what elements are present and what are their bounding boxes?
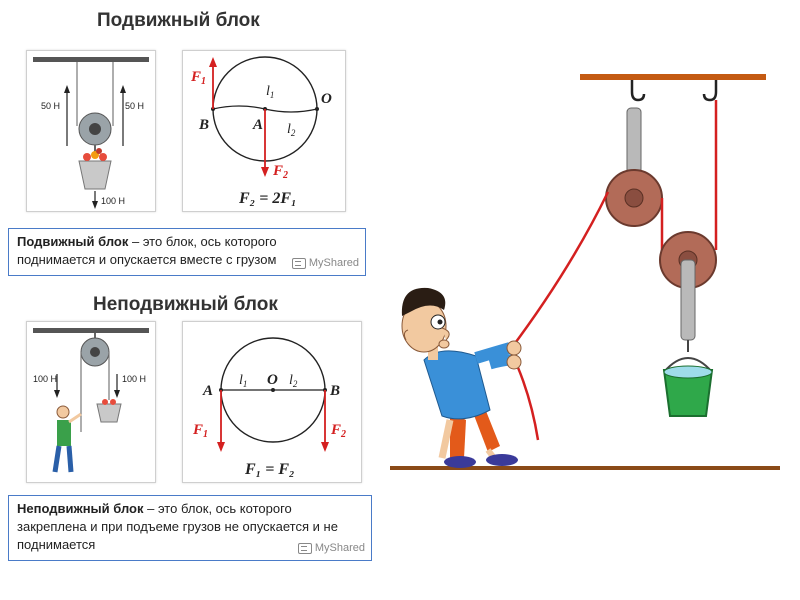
movable-lever-figure: F1 F2 l1 l2 B A O F₂ = 2F₁	[182, 50, 346, 212]
fixed-f1-label: F1	[192, 422, 208, 440]
f1-label: F1	[190, 69, 206, 87]
force-right-label: 50 Н	[125, 101, 144, 111]
point-o-label: O	[321, 91, 332, 107]
force-left-label: 50 Н	[41, 101, 60, 111]
pulley-illustration	[380, 60, 790, 480]
man-icon	[56, 405, 70, 419]
point-a-label: A	[252, 117, 263, 133]
load-label: 100 Н	[101, 196, 125, 206]
fixed-point-a: A	[202, 383, 213, 399]
point-b-label: B	[198, 117, 209, 133]
fixed-definition-term: Неподвижный блок	[17, 501, 144, 516]
fixed-l2-label: l2	[289, 373, 298, 389]
movable-pulley-figure: 50 Н 50 Н 100 Н	[26, 50, 156, 212]
fixed-force-left: 100 Н	[33, 374, 57, 384]
fixed-l1-label: l1	[239, 373, 247, 389]
bucket-icon	[78, 160, 112, 190]
watermark-movable: MyShared	[291, 254, 359, 272]
hook-icon-2	[702, 80, 718, 102]
watermark-icon	[291, 257, 306, 269]
watermark-fixed: MyShared	[297, 539, 365, 557]
movable-formula: F₂ = 2F₁	[238, 190, 297, 207]
movable-definition-term: Подвижный блок	[17, 234, 129, 249]
movable-block-title: Подвижный блок	[97, 10, 260, 31]
hook-icon	[630, 80, 646, 102]
l2-label: l2	[287, 122, 296, 138]
fixed-definition: Неподвижный блок – это блок, ось которог…	[8, 495, 372, 561]
watermark-icon	[297, 542, 312, 554]
movable-definition: Подвижный блок – это блок, ось которого …	[8, 228, 366, 276]
ceiling-beam-right	[580, 74, 766, 80]
rope-line	[508, 191, 610, 441]
boy-icon	[401, 287, 522, 468]
fixed-formula: F₁ = F₂	[244, 461, 295, 478]
f2-label: F2	[272, 163, 288, 181]
fixed-f2-label: F2	[330, 422, 346, 440]
fixed-force-right: 100 Н	[122, 374, 146, 384]
fixed-block-title: Неподвижный блок	[93, 294, 278, 315]
fixed-point-b: B	[329, 383, 340, 399]
movable-definition-text: – это блок, ось которого поднимается и о…	[17, 234, 277, 267]
l1-label: l1	[266, 84, 274, 100]
ceiling-beam	[33, 57, 149, 62]
fixed-point-o: O	[267, 372, 278, 388]
fixed-definition-text: – это блок, ось которого закреплена и пр…	[17, 501, 338, 552]
fixed-pulley-figure: 100 Н 100 Н	[26, 321, 156, 483]
fixed-lever-figure: F1 F2 l1 l2 A O B F₁ = F₂	[182, 321, 362, 483]
